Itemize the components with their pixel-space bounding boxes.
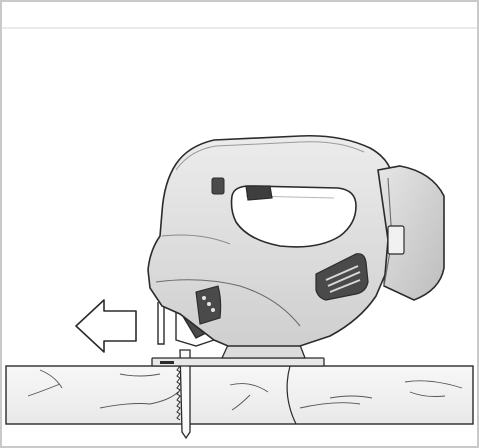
wooden-board [5, 365, 474, 425]
trigger-switch [245, 185, 273, 201]
saw-blade [176, 349, 191, 440]
base-plate [151, 344, 325, 367]
battery-pack [377, 165, 445, 301]
direction-arrow-left-icon [75, 299, 137, 353]
wood-grain [27, 369, 463, 411]
selector-dot-2 [207, 302, 211, 306]
board-cut-edge [286, 365, 297, 425]
selector-dot-3 [211, 308, 215, 312]
pendulum-selector [195, 285, 222, 325]
battery-release-button [387, 225, 405, 255]
lock-on-button [211, 177, 225, 195]
vent-grille [315, 253, 369, 301]
selector-dot-1 [202, 296, 206, 300]
